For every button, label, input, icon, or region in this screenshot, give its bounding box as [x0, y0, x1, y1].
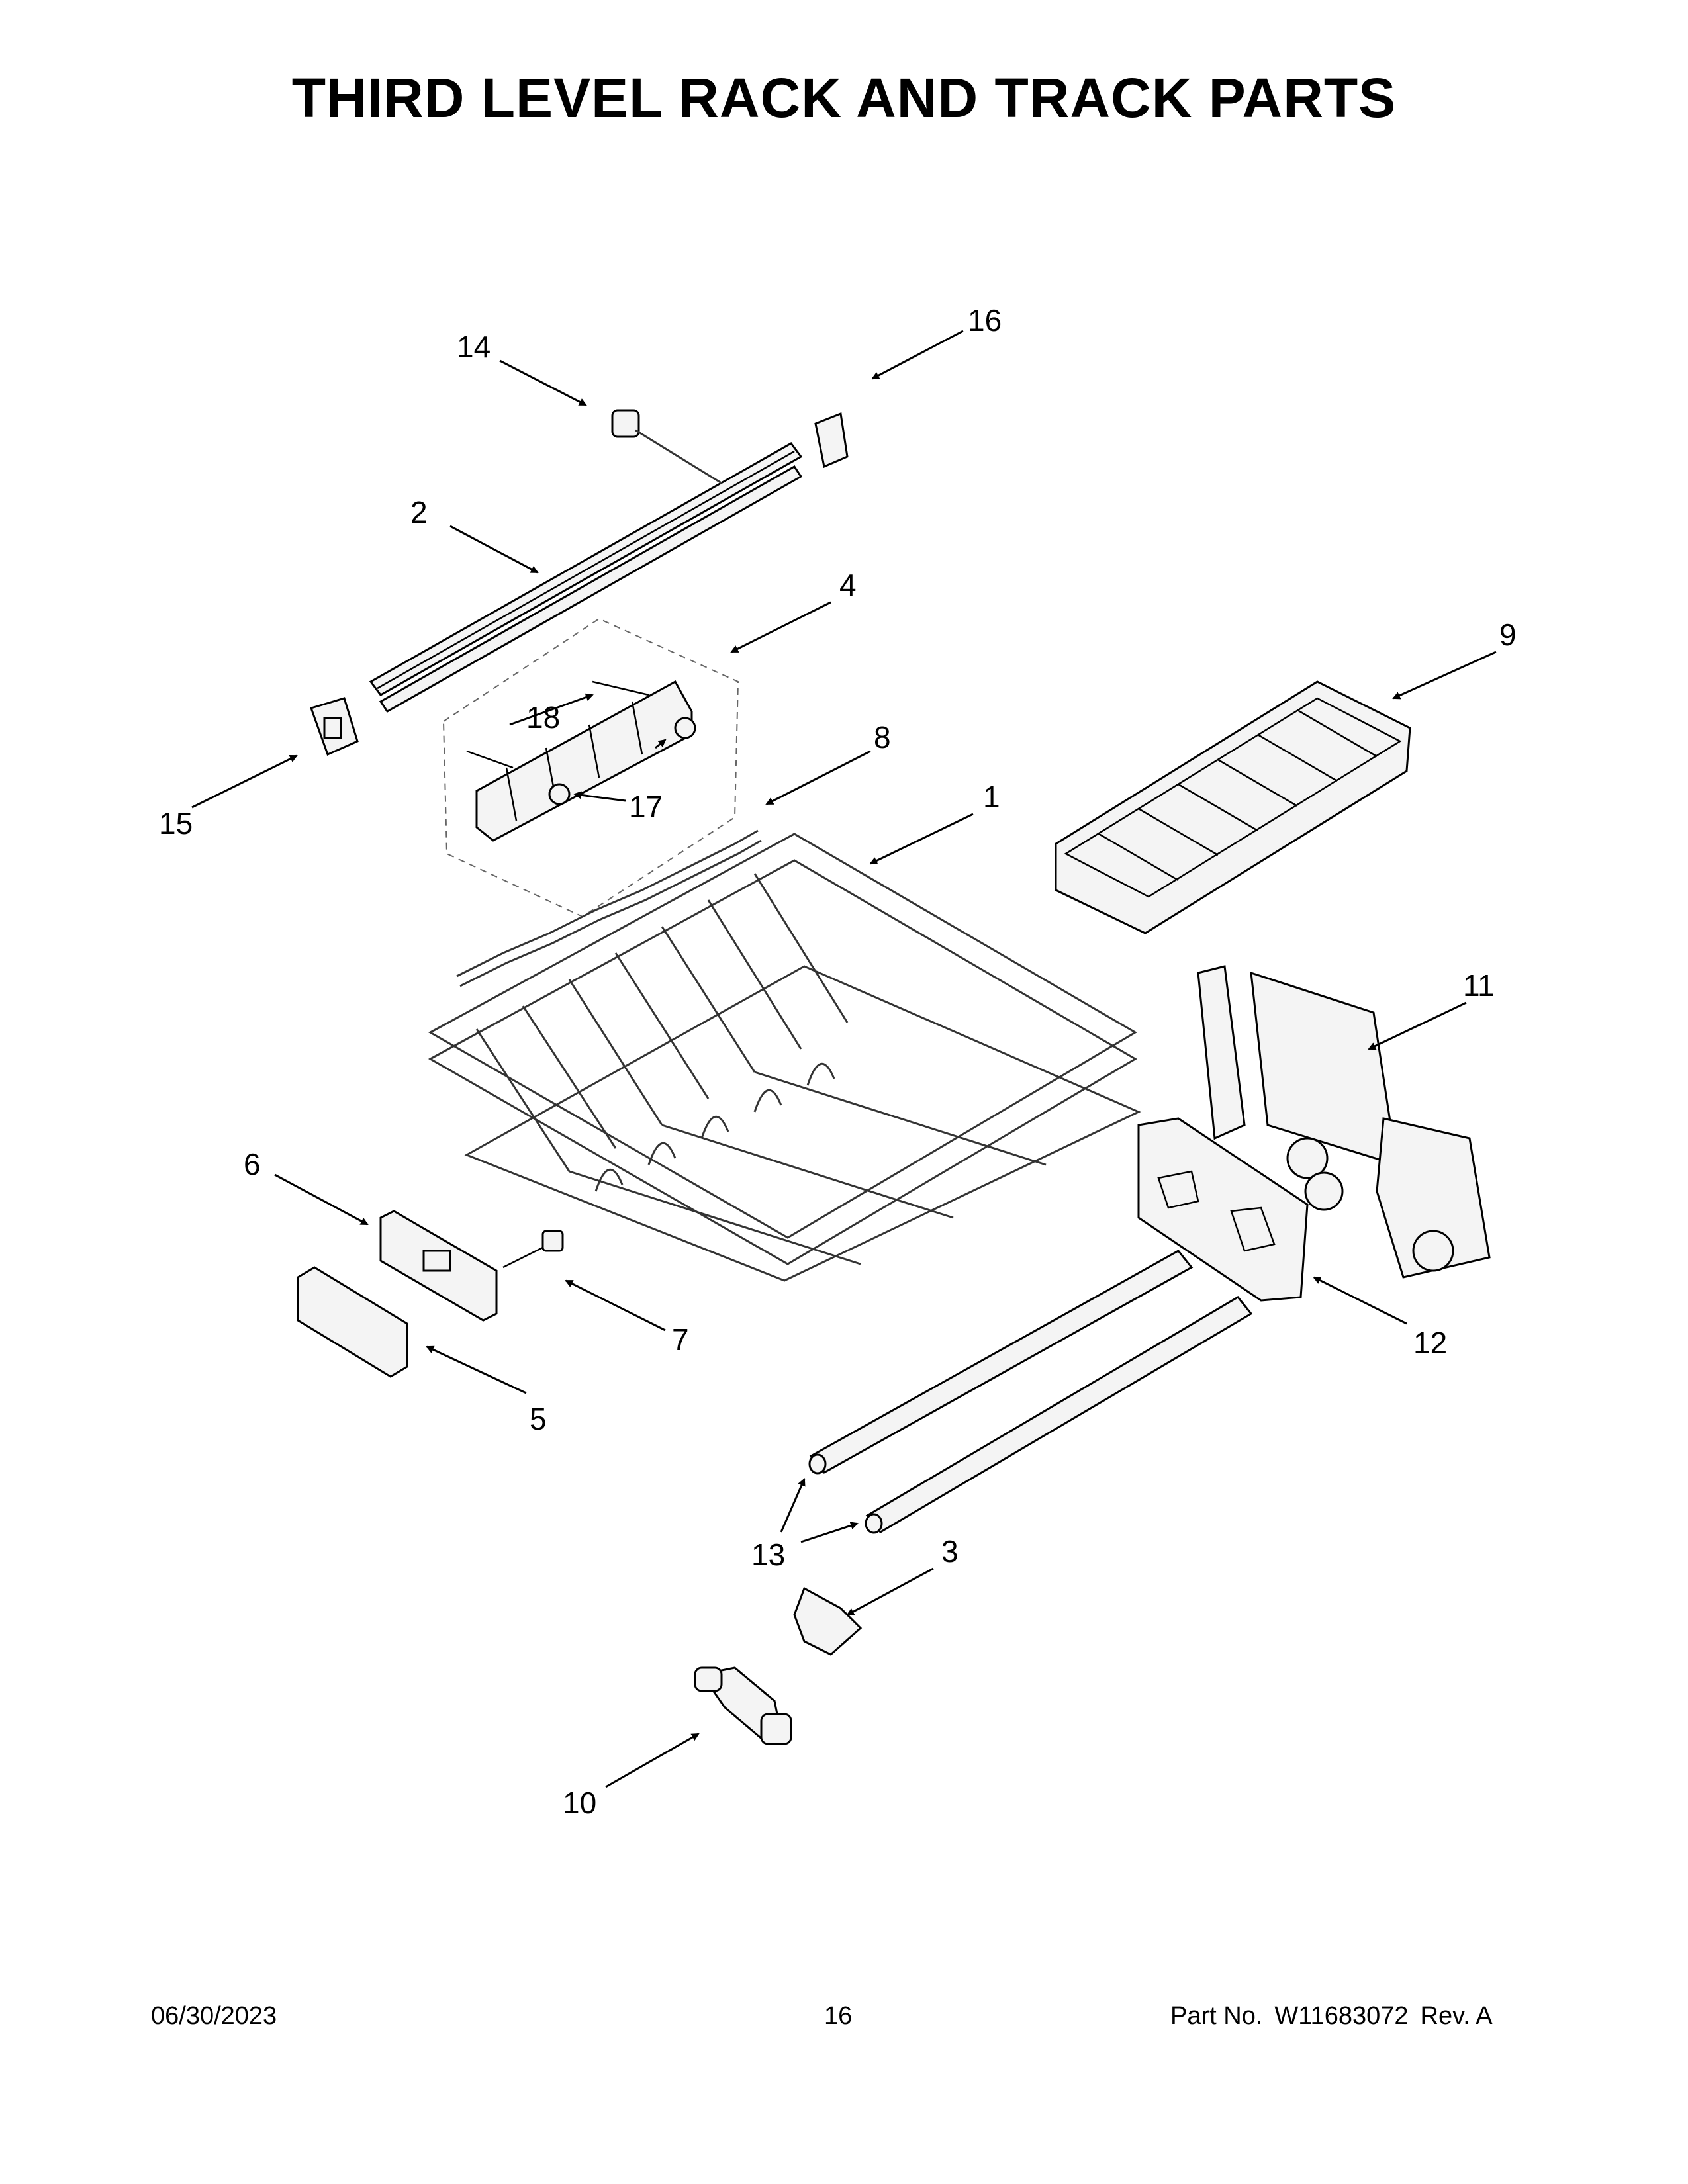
callout-13: 13 — [751, 1537, 785, 1572]
part-11-drive-assembly — [1197, 965, 1491, 1279]
callout-14: 14 — [457, 330, 491, 364]
part-7-screw — [502, 1230, 564, 1269]
part-8-rack-strip — [456, 829, 762, 987]
part-6-latch-plate — [379, 1210, 498, 1322]
callout-18: 18 — [526, 700, 560, 735]
leader-lines — [191, 330, 1497, 1788]
footer-date: 06/30/2023 — [151, 2002, 277, 2030]
callout-12: 12 — [1413, 1326, 1447, 1360]
part-number: W11683072 — [1274, 2002, 1409, 2030]
callout-1: 1 — [983, 780, 1000, 814]
callout-9: 9 — [1499, 617, 1517, 652]
callout-6: 6 — [244, 1147, 261, 1181]
callout-3: 3 — [941, 1534, 959, 1569]
part-17-roller — [548, 783, 571, 805]
callout-labels: 14 16 2 4 9 18 8 1 17 15 11 6 7 12 5 13 … — [159, 303, 1517, 1820]
callout-17: 17 — [629, 790, 663, 824]
part-1-wire-rack — [428, 833, 1141, 1282]
part-3-clip — [793, 1586, 863, 1656]
part-9-third-level-tray — [1055, 680, 1411, 934]
callout-15: 15 — [159, 806, 193, 841]
part-13-shafts — [808, 1250, 1253, 1534]
part-label: Part No. — [1170, 2002, 1263, 2030]
revision: Rev. A — [1420, 2002, 1493, 2030]
part-16-end-clip — [814, 412, 849, 469]
callout-7: 7 — [672, 1322, 689, 1357]
footer-page-number: 16 — [824, 2002, 853, 2030]
part-4-bracket-assembly — [442, 617, 739, 918]
part-10-roller-link — [694, 1666, 792, 1745]
callout-10: 10 — [563, 1786, 596, 1820]
page-title: THIRD LEVEL RACK AND TRACK PARTS — [291, 67, 1397, 129]
callout-16: 16 — [968, 303, 1002, 338]
part-2-track-rail — [369, 442, 803, 713]
callout-4: 4 — [839, 568, 857, 602]
callout-2: 2 — [410, 495, 428, 529]
footer-part-info: Part No. W11683072 Rev. A — [1170, 2002, 1505, 2030]
part-14-cable-clip — [611, 409, 722, 484]
part-15-end-cap — [310, 697, 359, 756]
part-5-trim-cover — [297, 1266, 408, 1378]
part-12-housing-cover — [1137, 1117, 1309, 1302]
callout-11: 11 — [1463, 968, 1495, 1003]
callout-8: 8 — [874, 720, 891, 754]
callout-5: 5 — [530, 1402, 547, 1436]
